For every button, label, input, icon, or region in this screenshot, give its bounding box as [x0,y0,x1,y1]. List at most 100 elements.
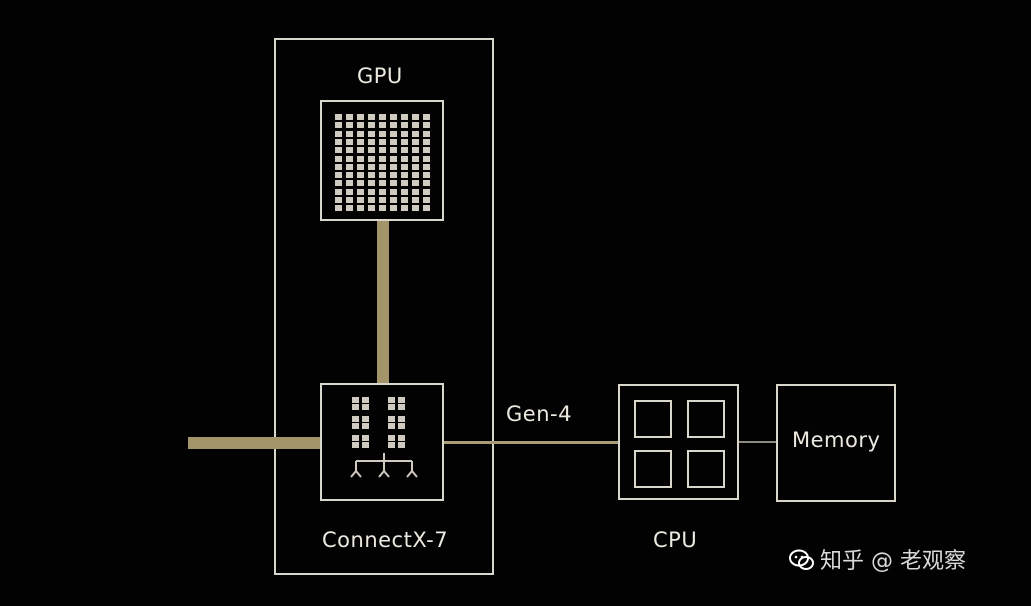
gpu-core-cell [335,122,342,129]
gpu-core-cell [335,163,342,170]
cpu-core [634,450,672,488]
gpu-core-cell [379,122,386,129]
gpu-core-cell [379,197,386,203]
gpu-core-cell [368,138,375,145]
gpu-core-cell [379,163,386,170]
gpu-core-cell [423,188,430,195]
network-link-left [188,437,320,449]
gpu-core-cell [357,180,364,187]
gpu-core-cell [423,147,430,154]
gpu-core-cell [390,122,397,129]
connectx-port-cell [388,397,395,403]
gpu-core-cell [357,205,364,212]
connectx-port-cell [362,404,369,410]
gpu-core-cell [335,172,342,179]
gpu-core-cell [357,163,364,170]
gpu-core-cell [346,188,353,195]
gpu-core-cell [335,188,342,195]
gpu-core-cell [412,155,419,162]
gpu-core-cell [401,155,408,162]
connectx-port-cell [362,435,369,441]
gpu-core-cell [390,205,397,212]
gpu-core-cell [412,180,419,187]
gpu-core-cell [346,130,353,137]
memory-label: Memory [792,428,881,452]
gpu-core-cell [379,205,386,212]
gpu-core-cell [423,197,430,203]
gpu-core-cell [357,114,364,120]
gpu-core-cell [379,147,386,154]
gpu-core-cell [412,122,419,129]
gpu-core-cell [423,138,430,145]
gpu-core-cell [335,130,342,137]
connectx-port-cell [398,435,405,441]
gpu-core-cell [346,138,353,145]
gpu-core-cell [346,205,353,212]
cpu-core [687,400,725,438]
connectx-port-cell [352,435,359,441]
gpu-core-cell [357,155,364,162]
connectx-port-cell [398,397,405,403]
connectx-tree-icon [350,453,418,478]
gpu-core-cell [390,197,397,203]
gpu-core-cell [346,155,353,162]
gpu-core-cell [412,205,419,212]
gpu-core-cell [423,114,430,120]
gpu-core-cell [357,130,364,137]
gpu-core-cell [401,147,408,154]
gpu-core-cell [390,114,397,120]
gpu-core-cell [368,147,375,154]
watermark-text: 知乎 @ 老观察 [820,549,966,574]
connectx-port-cell [352,416,359,422]
connectx-port-cell [362,397,369,403]
gpu-core-cell [423,163,430,170]
connectx-port-cell [362,423,369,429]
gpu-core-cell [401,138,408,145]
gpu-core-cell [335,155,342,162]
gpu-core-cell [390,180,397,187]
gpu-core-cell [390,188,397,195]
gpu-core-cell [379,114,386,120]
gpu-core-cell [401,122,408,129]
connectx-port-cell [362,442,369,448]
connectx-port-cell [362,416,369,422]
gpu-core-cell [357,188,364,195]
gpu-core-cell [335,114,342,120]
gpu-core-cell [368,205,375,212]
gpu-core-cell [379,138,386,145]
gpu-core-cell [357,147,364,154]
connectx-port-cell [388,435,395,441]
cpu-core [687,450,725,488]
gpu-core-cell [412,147,419,154]
gpu-core-cell [346,180,353,187]
gpu-module-enclosure [274,38,494,575]
gpu-core-cell [401,163,408,170]
gpu-core-cell [346,172,353,179]
gpu-core-cell [346,122,353,129]
gpu-core-cell [412,163,419,170]
connectx-port-cell [352,397,359,403]
gpu-core-cell [401,180,408,187]
connectx-port-cell [352,442,359,448]
gpu-core-cell [412,114,419,120]
gpu-core-cell [401,205,408,212]
gpu-core-cell [368,197,375,203]
gpu-core-cell [368,180,375,187]
gpu-core-cell [335,147,342,154]
gpu-core-cell [423,130,430,137]
gpu-core-cell [412,197,419,203]
connectx7-chip [320,383,444,501]
gpu-core-cell [379,130,386,137]
gpu-core-cell [379,188,386,195]
gpu-core-cell [412,172,419,179]
gpu-core-cell [346,114,353,120]
gpu-core-cell [335,197,342,203]
connectx-port-cell [388,442,395,448]
gpu-connectx-link [377,221,389,383]
gpu-core-cell [335,205,342,212]
gpu-core-cell [368,163,375,170]
cpu-label: CPU [653,528,698,552]
gpu-core-cell [379,180,386,187]
gpu-label: GPU [357,64,403,88]
